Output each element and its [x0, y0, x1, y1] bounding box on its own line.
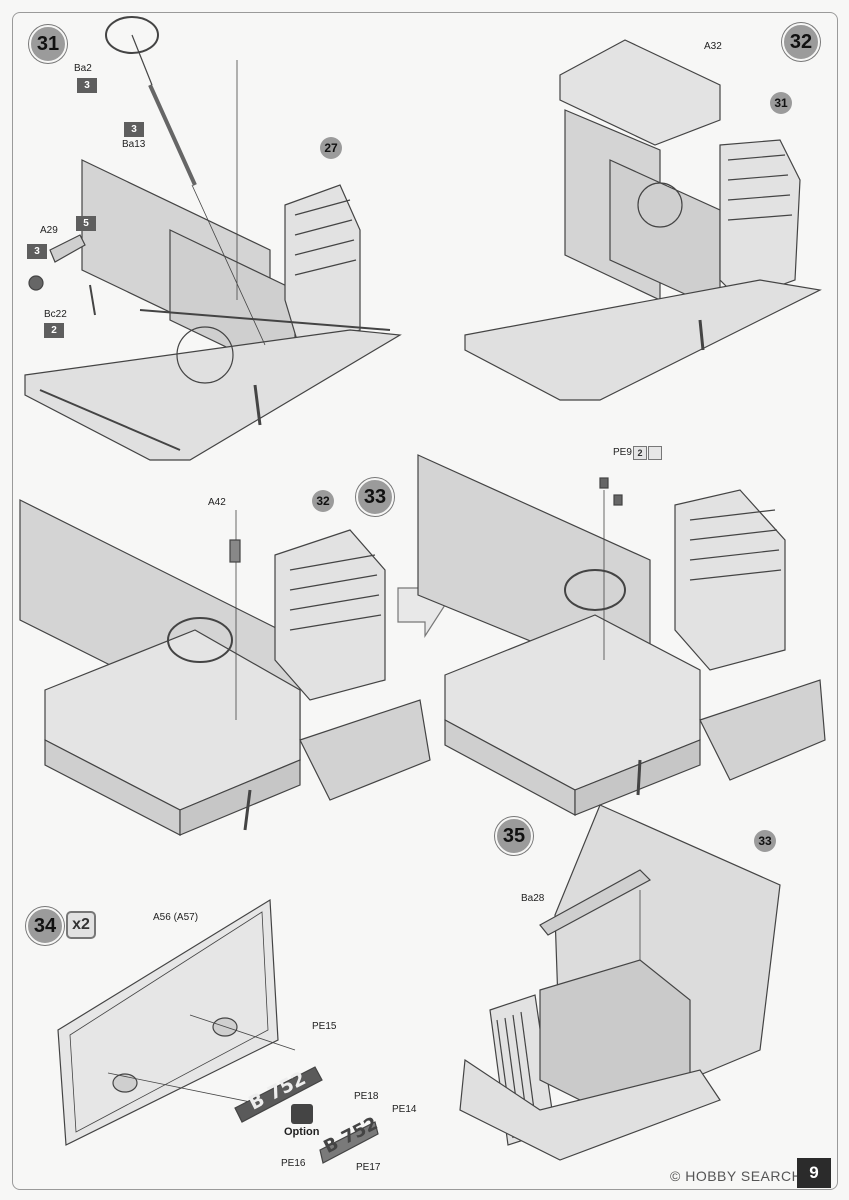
qty-box-a29-top: 5: [76, 216, 96, 231]
part-label-pe17: PE17: [356, 1162, 381, 1173]
pe9-count-mark: 2: [633, 446, 647, 460]
step35-engine-drawing: [459, 804, 781, 1161]
part-label-pe14: PE14: [392, 1104, 417, 1115]
qty-box-a29-left: 3: [27, 244, 47, 259]
ref-step-32: 32: [312, 490, 334, 512]
qty-box-bc22: 2: [44, 323, 64, 338]
part-label-a42: A42: [208, 497, 226, 508]
step-34-badge: 34: [26, 907, 64, 945]
step-35-badge: 35: [495, 817, 533, 855]
ref-step-31: 31: [770, 92, 792, 114]
step-31-badge: 31: [29, 25, 67, 63]
ref-step-33: 33: [754, 830, 776, 852]
step34-panel-drawing: [57, 898, 379, 1164]
step34-quantity-badge: x2: [66, 911, 96, 939]
option-label: Option: [284, 1126, 320, 1138]
qty-box-ba2: 3: [77, 78, 97, 93]
part-label-a29: A29: [40, 225, 58, 236]
part-label-a56: A56 (A57): [153, 912, 199, 923]
part-label-pe9: PE9: [613, 447, 632, 458]
page-number: 9: [797, 1158, 831, 1188]
qty-box-ba13: 3: [124, 122, 144, 137]
option-icon: [291, 1104, 313, 1124]
part-label-ba28: Ba28: [521, 893, 545, 904]
step-32-badge: 32: [782, 23, 820, 61]
ref-step-27: 27: [320, 137, 342, 159]
part-label-pe15: PE15: [312, 1021, 337, 1032]
step31-chassis-drawing: [24, 16, 402, 461]
watermark: © HOBBY SEARCH: [670, 1168, 803, 1184]
part-label-ba13: Ba13: [122, 139, 146, 150]
page-border: [12, 12, 838, 1190]
step33-right-drawing: [417, 454, 826, 817]
part-label-bc22: Bc22: [44, 309, 67, 320]
step-33-badge: 33: [356, 478, 394, 516]
photo-etch-icon: [648, 446, 662, 460]
part-label-pe16: PE16: [281, 1158, 306, 1169]
part-label-pe18: PE18: [354, 1091, 379, 1102]
part-label-a32: A32: [704, 41, 722, 52]
step33-left-drawing: [19, 499, 431, 836]
step32-chassis-drawing: [464, 39, 822, 401]
part-label-ba2: Ba2: [74, 63, 92, 74]
